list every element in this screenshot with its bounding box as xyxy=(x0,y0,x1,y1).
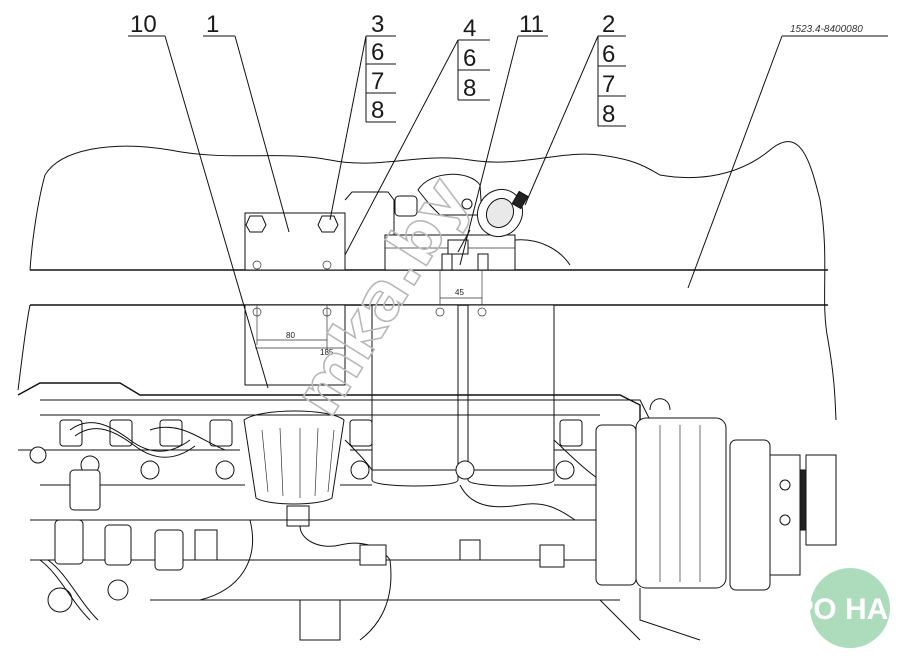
alternator-assembly xyxy=(590,398,837,641)
filter-posts xyxy=(435,253,489,317)
callout-1: 1 xyxy=(206,11,219,38)
callout-2-sub-7: 7 xyxy=(602,71,615,98)
callout-10: 10 xyxy=(130,11,157,38)
injectors xyxy=(29,419,583,480)
dimension-45: 45 xyxy=(455,288,464,297)
callout-3: 3 xyxy=(371,11,384,38)
callout-4-sub-6: 6 xyxy=(463,45,476,72)
callout-3-sub-6: 6 xyxy=(371,39,384,66)
callout-stack-4: 6 8 xyxy=(457,40,490,102)
dimension-lines: 80 45 185 xyxy=(255,288,482,357)
dimension-185: 185 xyxy=(320,348,334,357)
filter-bracket xyxy=(244,212,346,386)
agronka-logo: АГРО НА xyxy=(755,568,890,648)
fuel-filter-right xyxy=(467,304,555,487)
callout-labels: 10 1 3 4 11 2 xyxy=(130,11,615,42)
pressure-sensor xyxy=(457,188,529,253)
fuel-filter-left xyxy=(371,304,459,487)
lower-left-fittings xyxy=(39,469,565,641)
callout-4-sub-8: 8 xyxy=(463,75,476,102)
logo-text: АГРО НА xyxy=(755,593,888,626)
callout-3-sub-8: 8 xyxy=(371,97,384,124)
callout-stack-2: 6 7 8 xyxy=(597,36,626,128)
assembly-outline xyxy=(17,141,837,421)
callout-stack-3: 6 7 8 xyxy=(365,36,396,124)
callout-11: 11 xyxy=(519,11,544,38)
callout-3-sub-7: 7 xyxy=(371,68,384,95)
callout-4: 4 xyxy=(463,15,476,42)
dimension-80: 80 xyxy=(286,331,295,340)
engine-block xyxy=(17,382,641,601)
coarse-filter-bowl xyxy=(243,410,345,527)
fuel-lines xyxy=(69,422,601,641)
leader-lines xyxy=(128,35,888,389)
document-number: 1523.4-8400080 xyxy=(790,24,863,35)
callout-2-sub-6: 6 xyxy=(602,41,615,68)
callout-2-sub-8: 8 xyxy=(602,101,615,128)
callout-2: 2 xyxy=(602,11,615,38)
